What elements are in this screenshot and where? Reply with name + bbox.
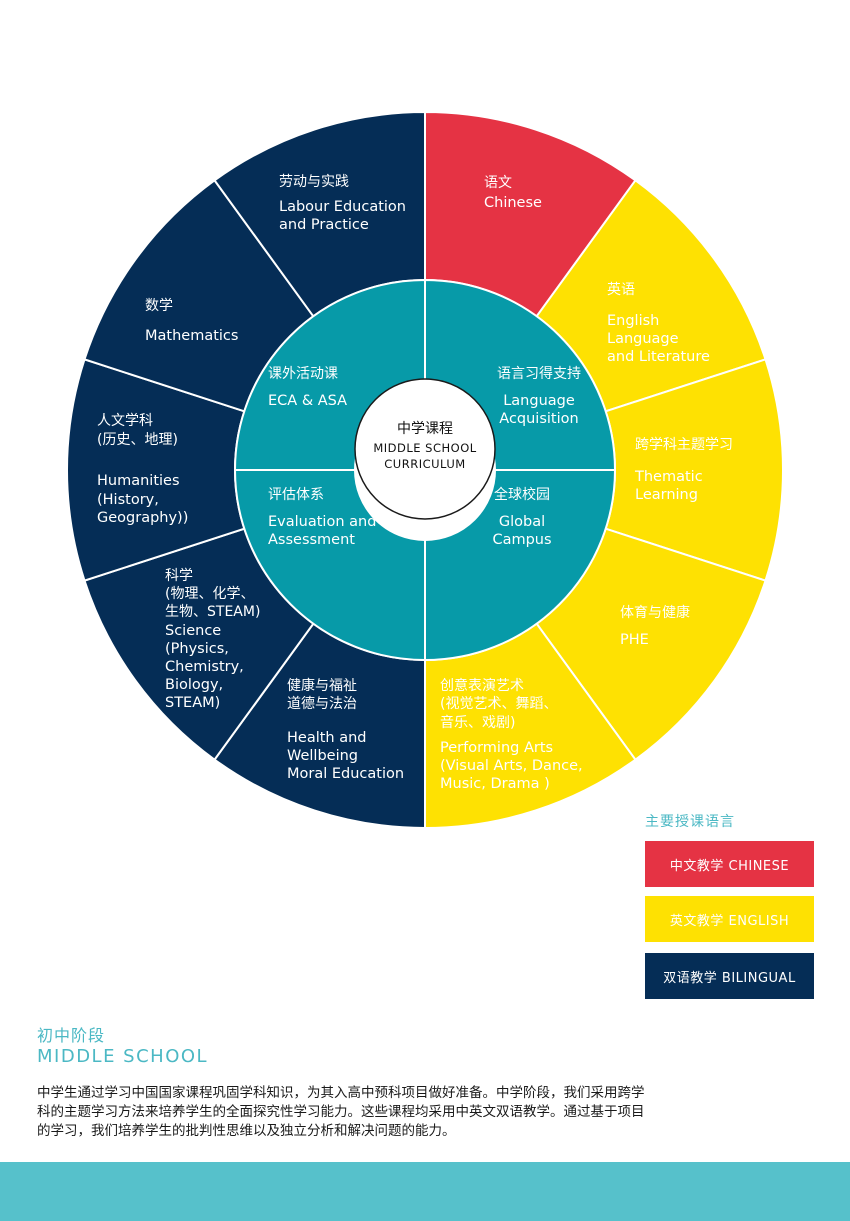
segment-label-line: Chinese: [484, 195, 542, 211]
segment-label-labour: 劳动与实践 Labour Education and Practice: [279, 174, 406, 233]
segment-label-line: and Practice: [279, 217, 369, 233]
segment-label-line: Chemistry,: [165, 659, 244, 675]
segment-label-line: (历史、地理): [97, 432, 178, 448]
segment-label-line: Health and: [287, 730, 367, 746]
segment-label-line: Language: [607, 331, 679, 347]
section-title-cn: 初中阶段: [37, 1026, 106, 1045]
segment-label-line: Biology,: [165, 677, 223, 693]
inner-label-line: Assessment: [268, 532, 355, 548]
segment-label-line: PHE: [620, 632, 649, 648]
segment-label-line: 创意表演艺术: [440, 677, 524, 694]
segment-label-line: 道德与法治: [287, 696, 357, 712]
section-description: 中学生通过学习中国国家课程巩固学科知识，为其入高中预科项目做好准备。中学阶段，我…: [37, 1084, 727, 1141]
segment-label-line: 劳动与实践: [279, 174, 349, 190]
legend-title: 主要授课语言: [645, 814, 735, 830]
segment-label-line: (Visual Arts, Dance,: [440, 758, 583, 774]
inner-label-line: Global: [499, 514, 545, 530]
description-line: 中学生通过学习中国国家课程巩固学科知识，为其入高中预科项目做好准备。中学阶段，我…: [37, 1085, 645, 1101]
segment-label-phe: 体育与健康 PHE: [620, 604, 690, 648]
center-title-en: CURRICULUM: [384, 457, 465, 471]
segment-label-humanities: 人文学科 (历史、地理) Humanities (History, Geography)…: [97, 413, 188, 526]
segment-label-line: and Literature: [607, 349, 710, 365]
segment-label-line: Science: [165, 623, 221, 639]
inner-segment-evaluation: [233, 469, 426, 662]
legend-item-label: 英文教学 ENGLISH: [669, 913, 790, 929]
legend-item-label: 双语教学 BILINGUAL: [663, 970, 796, 986]
segment-label-line: 体育与健康: [620, 604, 690, 621]
segment-label-line: Labour Education: [279, 199, 406, 215]
segment-label-line: Moral Education: [287, 766, 404, 782]
segment-label-line: 语文: [484, 175, 512, 191]
inner-label-line: Acquisition: [499, 411, 578, 427]
legend-item-chinese: 中文教学 CHINESE: [645, 841, 814, 887]
footer-bar: [0, 1162, 850, 1221]
segment-label-line: STEAM): [165, 695, 220, 711]
inner-label-cn: 评估体系: [268, 487, 324, 503]
segment-label-line: (History,: [97, 492, 159, 508]
inner-label-en: ECA & ASA: [268, 393, 347, 409]
segment-label-line: (Physics,: [165, 641, 229, 657]
segment-label-line: 音乐、戏剧): [440, 714, 515, 731]
segment-label-line: Wellbeing: [287, 748, 358, 764]
segment-label-science: 科学 (物理、化学、生物、STEAM) Science (Physics, Chemis…: [165, 568, 260, 711]
segment-label-line: 科学: [165, 568, 193, 584]
inner-label-line: Language: [503, 393, 575, 409]
segment-label-line: Performing Arts: [440, 740, 553, 756]
inner-label-cn: 课外活动课: [268, 366, 338, 382]
description-line: 科的主题学习方法来培养学生的全面探究性学习能力。这些课程均采用中英文双语教学。通…: [37, 1104, 645, 1120]
segment-label-line: Geography)): [97, 510, 188, 526]
inner-label-line: ECA & ASA: [268, 393, 347, 409]
legend-item-label: 中文教学 CHINESE: [669, 858, 790, 874]
segment-label-line: 跨学科主题学习: [635, 437, 733, 453]
segment-label-line: 英语: [607, 281, 635, 298]
inner-label-line: Campus: [492, 532, 551, 548]
segment-label-line: Mathematics: [145, 328, 238, 344]
segment-label-arts: 创意表演艺术 (视觉艺术、舞蹈、音乐、戏剧) Performing Arts (Vis…: [440, 677, 583, 792]
center-title-en: MIDDLE SCHOOL: [373, 441, 476, 455]
segment-label-line: (物理、化学、: [165, 586, 254, 602]
segment-label-math: 数学 Mathematics: [145, 298, 238, 344]
segment-label-line: Music, Drama ): [440, 776, 550, 792]
segment-label-line: 数学: [145, 298, 173, 314]
center-circle: [354, 378, 496, 520]
segment-label-line: Learning: [635, 487, 698, 503]
inner-label-cn: 全球校园: [494, 486, 550, 503]
segment-label-line: Thematic: [634, 469, 703, 485]
center-title-cn: 中学课程: [397, 421, 453, 437]
segment-label-line: (视觉艺术、舞蹈、: [440, 696, 557, 712]
segment-label-chinese: 语文 Chinese: [484, 175, 542, 211]
inner-label-cn: 语言习得支持: [497, 365, 581, 382]
segment-label-line: 人文学科: [97, 413, 153, 429]
inner-label-line: Evaluation and: [268, 514, 376, 530]
legend-item-bilingual: 双语教学 BILINGUAL: [645, 953, 814, 999]
inner-segment-global: [424, 469, 617, 662]
segment-label-line: 生物、STEAM): [165, 604, 260, 620]
segment-label-line: English: [607, 313, 659, 329]
description-line: 的学习，我们培养学生的批判性思维以及独立分析和解决问题的能力。: [37, 1123, 456, 1139]
segment-label-line: Humanities: [97, 473, 180, 489]
section-title-en: MIDDLE SCHOOL: [37, 1046, 209, 1067]
segment-label-line: 健康与福祉: [287, 677, 357, 694]
legend-item-english: 英文教学 ENGLISH: [645, 896, 814, 942]
